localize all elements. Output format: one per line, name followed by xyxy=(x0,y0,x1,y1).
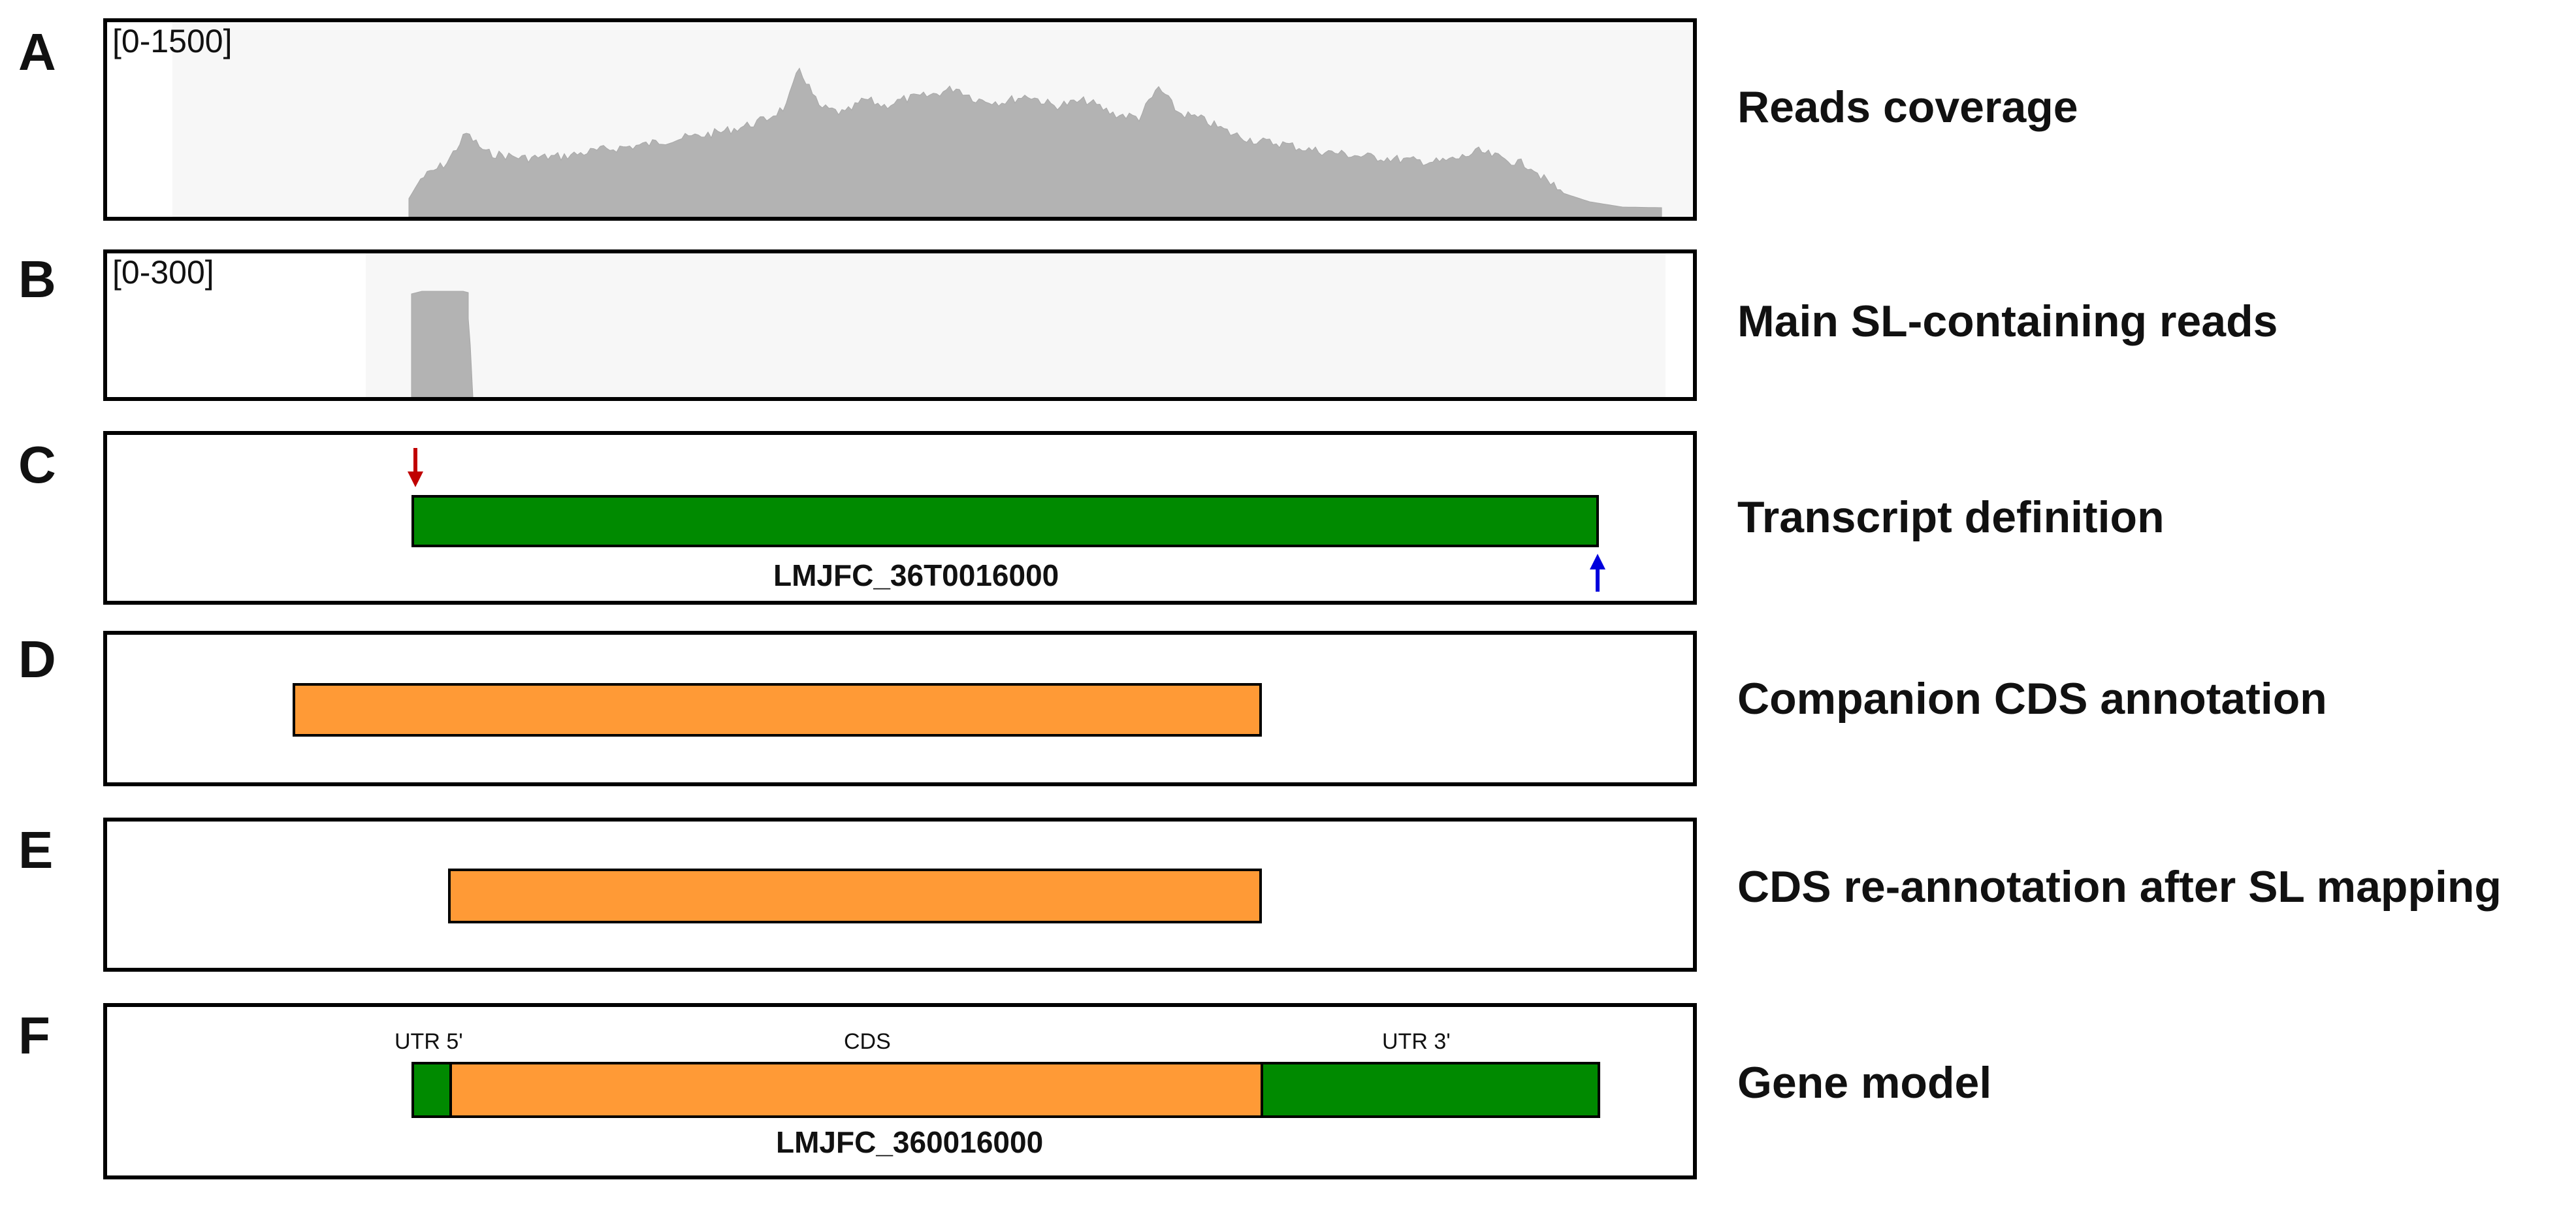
utr5-segment xyxy=(411,1062,452,1118)
reannotated-cds-bar xyxy=(448,869,1262,923)
coverage-scale-label: [0-1500] xyxy=(112,23,233,59)
panel-letter-e: E xyxy=(18,821,54,879)
panel-letter-b: B xyxy=(18,250,56,308)
transcript-bar xyxy=(411,495,1599,547)
sl-reads-histogram xyxy=(411,291,474,397)
gene-model-track: UTR 5' CDS UTR 3' LMJFC_360016000 xyxy=(103,1003,1697,1179)
gene-id-label: LMJFC_360016000 xyxy=(776,1125,1044,1159)
coverage-histogram xyxy=(408,67,1662,217)
transcript-definition-label: Transcript definition xyxy=(1737,492,2165,542)
companion-cds-track xyxy=(103,631,1697,786)
panel-letter-d: D xyxy=(18,630,56,688)
transcript-track: LMJFC_36T0016000 xyxy=(103,431,1697,605)
reads-coverage-track: [0-1500] xyxy=(103,18,1697,221)
arrow-down-icon xyxy=(408,448,423,487)
cds-segment xyxy=(449,1062,1263,1118)
gene-model-label: Gene model xyxy=(1737,1058,1992,1108)
transcript-arrows xyxy=(408,448,1605,592)
sl-reads-background xyxy=(366,253,1666,397)
cds-reannotation-label: CDS re-annotation after SL mapping xyxy=(1737,862,2502,912)
panel-letter-f: F xyxy=(18,1006,50,1064)
cds-label: CDS xyxy=(844,1029,891,1054)
companion-cds-bar xyxy=(293,683,1262,737)
companion-cds-label: Companion CDS annotation xyxy=(1737,674,2327,724)
arrow-up-icon xyxy=(1590,554,1605,592)
sl-reads-scale-label: [0-300] xyxy=(112,254,214,291)
cds-reannotation-track xyxy=(103,818,1697,972)
utr3-label: UTR 3' xyxy=(1382,1029,1451,1054)
utr3-segment xyxy=(1261,1062,1600,1118)
sl-reads-label: Main SL-containing reads xyxy=(1737,296,2278,346)
panel-letter-c: C xyxy=(18,436,56,494)
reads-coverage-label: Reads coverage xyxy=(1737,82,2078,132)
transcript-id-label: LMJFC_36T0016000 xyxy=(773,558,1059,592)
panel-letter-a: A xyxy=(18,23,56,81)
utr5-label: UTR 5' xyxy=(394,1029,463,1054)
sl-reads-track: [0-300] xyxy=(103,249,1697,401)
